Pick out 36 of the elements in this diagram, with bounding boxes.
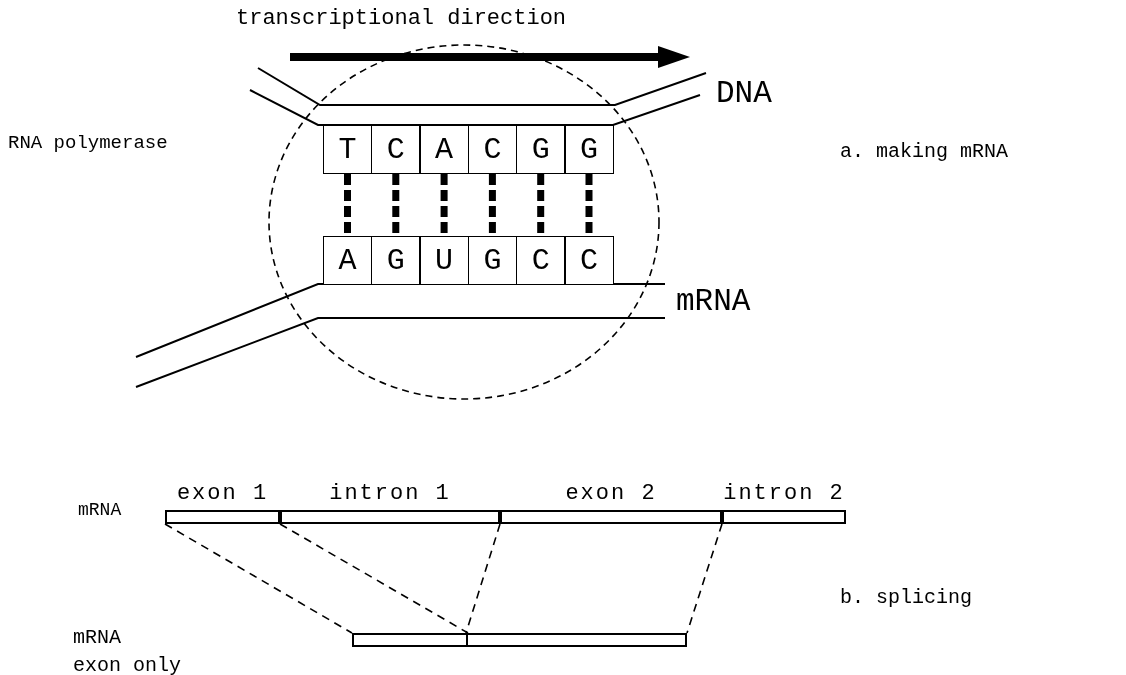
- base-pair-bond: [488, 174, 496, 236]
- nucleotide-box: T: [323, 125, 372, 174]
- segment-label: exon 2: [565, 482, 657, 508]
- splice-line: [686, 523, 723, 634]
- nucleotide-box: C: [371, 125, 421, 174]
- nucleotide-box: A: [323, 236, 372, 285]
- nucleotide-box: C: [516, 236, 566, 285]
- panel-caption: b. splicing: [840, 585, 973, 611]
- base-pair-bond: [344, 174, 351, 236]
- splice-line: [279, 523, 469, 634]
- nucleotide-box: G: [564, 125, 614, 174]
- nucleotide-box: G: [467, 236, 517, 285]
- panel-caption: a. making mRNA: [840, 139, 1009, 165]
- base-pair-bond: [440, 174, 448, 236]
- splice-line: [465, 523, 501, 634]
- mrna-segment: [352, 633, 468, 647]
- direction-label: transcriptional direction: [236, 5, 567, 33]
- base-pair-bond: [585, 174, 593, 236]
- segment-label: exon 1: [176, 482, 269, 508]
- strand-label: mRNA: [676, 283, 751, 321]
- nucleotide-box: G: [516, 125, 566, 174]
- strand-note: exon only: [73, 653, 182, 675]
- strand-label: DNA: [716, 75, 772, 113]
- segment-label: intron 1: [329, 482, 451, 508]
- nucleotide-box: G: [371, 236, 421, 285]
- nucleotide-box: U: [419, 236, 469, 285]
- nucleotide-box: A: [419, 125, 469, 174]
- mrna-segment: [466, 633, 687, 647]
- segment-label: intron 2: [723, 482, 845, 508]
- base-pair-bond: [392, 174, 400, 236]
- enzyme-label: RNA polymerase: [8, 131, 168, 156]
- strand-label: mRNA: [78, 499, 122, 522]
- splice-line: [164, 523, 353, 634]
- base-pair-bond: [537, 174, 545, 236]
- strand-label: mRNA: [73, 625, 121, 651]
- nucleotide-box: C: [564, 236, 614, 285]
